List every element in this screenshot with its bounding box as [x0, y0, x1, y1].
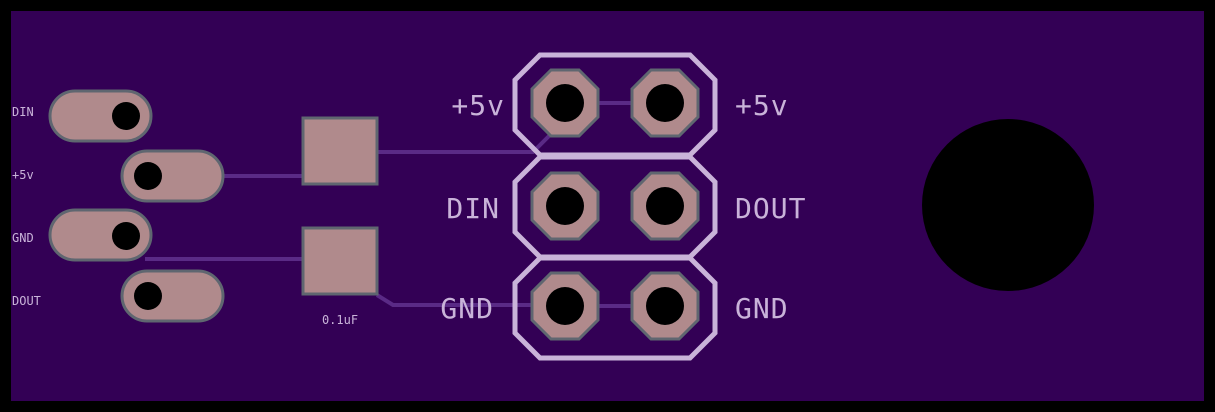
mounting-hole: [922, 119, 1094, 291]
header-pins: [530, 68, 700, 341]
edge-pad-vcc-hole: [134, 162, 162, 190]
header-silkscreen: [512, 52, 718, 361]
trace-cap-to-header-vcc: [377, 130, 555, 154]
header-pin-r3-right-hole: [646, 287, 684, 325]
trace-cap-to-header-gnd: [375, 293, 533, 307]
edge-label-din: DIN: [12, 105, 34, 119]
capacitor: 0.1uF: [301, 116, 379, 327]
header-label-row1-left: +5v: [451, 89, 505, 122]
header-pin-r1-left-hole: [546, 84, 584, 122]
header-label-row3-right: GND: [735, 292, 789, 325]
edge-label-vcc: +5v: [12, 168, 34, 182]
edge-pads: [48, 89, 225, 323]
header-pin-r3-left-hole: [546, 287, 584, 325]
edge-label-dout: DOUT: [12, 294, 41, 308]
edge-pad-gnd-hole: [112, 222, 140, 250]
header-label-row1-right: +5v: [735, 89, 789, 122]
capacitor-pad-bottom: [301, 226, 379, 296]
header-label-row2-right: DOUT: [735, 192, 806, 225]
header-pin-r2-right-hole: [646, 187, 684, 225]
edge-pad-din-hole: [112, 102, 140, 130]
header-label-row3-left: GND: [440, 292, 494, 325]
edge-label-gnd: GND: [12, 231, 34, 245]
header-outline-row3: [512, 255, 718, 361]
capacitor-label: 0.1uF: [322, 313, 358, 327]
traces: [145, 101, 632, 308]
header-pin-r1-right-hole: [646, 84, 684, 122]
edge-pad-dout-hole: [134, 282, 162, 310]
capacitor-pad-top: [301, 116, 379, 186]
header-label-row2-left: DIN: [446, 192, 500, 225]
header-pin-r2-left-hole: [546, 187, 584, 225]
